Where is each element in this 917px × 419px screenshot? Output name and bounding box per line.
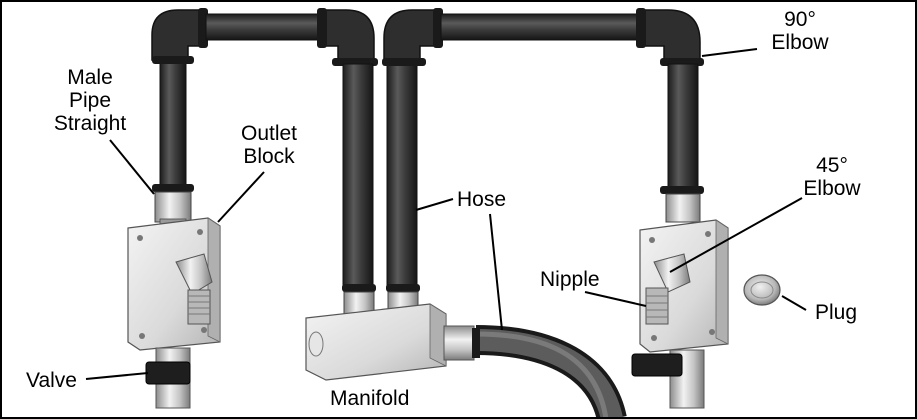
- label-nipple-text: Nipple: [540, 268, 600, 291]
- label-hose-text: Hose: [457, 188, 507, 211]
- label-90-elbow: 90° Elbow: [752, 8, 848, 54]
- leader-valve: [85, 372, 149, 380]
- elbow-90-right-outer: [639, 9, 701, 63]
- leader-nipple: [584, 291, 647, 307]
- top-right-tube: [440, 13, 642, 41]
- left-inner-tube: [342, 63, 374, 287]
- label-male-pipe-straight: Male Pipe Straight: [36, 66, 144, 135]
- label-male-pipe-straight-line2: Pipe: [68, 89, 112, 112]
- label-hose: Hose: [457, 188, 506, 211]
- label-nipple: Nipple: [540, 268, 600, 291]
- label-male-pipe-straight-line1: Male: [67, 66, 113, 89]
- right-inner-tube: [386, 63, 418, 287]
- manifold-block: [305, 303, 447, 381]
- label-outlet-block-line2: Block: [243, 145, 295, 168]
- leader-45-elbow: [669, 197, 803, 273]
- right-outer-tube: [667, 63, 699, 189]
- valve-right-lever: [631, 353, 683, 377]
- right-male-pipe-straight: [665, 193, 701, 223]
- label-45-elbow-line2: Elbow: [803, 177, 861, 200]
- plug: [743, 274, 781, 306]
- label-valve: Valve: [26, 369, 77, 392]
- label-plug: Plug: [815, 301, 857, 324]
- label-outlet-block: Outlet Block: [226, 122, 312, 168]
- label-90-elbow-line2: Elbow: [771, 31, 829, 54]
- male-pipe-straight-fitting: [154, 191, 192, 223]
- label-90-elbow-line1: 90°: [784, 8, 816, 31]
- elbow-90-left-outer: [151, 9, 206, 61]
- elbow-45-fitting: [653, 253, 691, 293]
- elbow-90-right-inner: [383, 9, 441, 63]
- elbow-90-left-inner: [319, 9, 375, 63]
- label-valve-text: Valve: [26, 369, 77, 392]
- leader-male-pipe-straight: [109, 139, 155, 195]
- leader-hose: [415, 198, 454, 211]
- label-45-elbow: 45° Elbow: [784, 154, 880, 200]
- label-manifold: Manifold: [330, 387, 409, 410]
- leader-outlet-block: [217, 171, 265, 223]
- label-male-pipe-straight-line3: Straight: [53, 112, 127, 135]
- leader-90-elbow: [701, 48, 758, 57]
- leader-plug: [781, 295, 807, 311]
- label-outlet-block-line1: Outlet: [240, 122, 298, 145]
- leader-hose-down: [489, 213, 503, 331]
- top-left-tube: [205, 13, 323, 41]
- label-45-elbow-line1: 45°: [816, 154, 848, 177]
- valve-left-lever: [145, 361, 191, 385]
- label-plug-text: Plug: [815, 301, 858, 324]
- label-manifold-text: Manifold: [330, 387, 410, 410]
- left-outer-tube: [159, 49, 187, 187]
- nipple-fitting: [645, 287, 669, 325]
